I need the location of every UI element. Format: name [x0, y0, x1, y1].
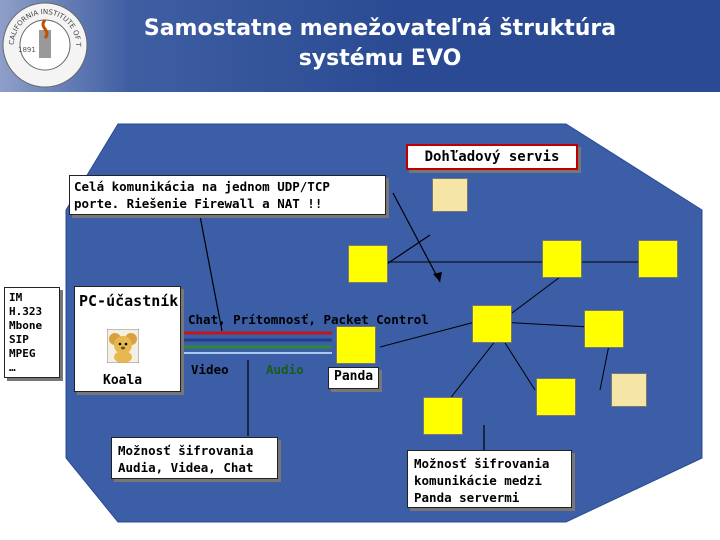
- protocol-list: IM H.323 Mbone SIP MPEG …: [4, 287, 60, 378]
- protocol-item: MPEG: [9, 347, 36, 360]
- encryption-note: Možnosť šifrovania Audia, Videa, Chat: [111, 437, 278, 479]
- pc-participant-box: PC-účastník Koala: [74, 286, 181, 392]
- header-bar: CALIFORNIA INSTITUTE OF TECHNOLOGY 1891 …: [0, 0, 720, 92]
- koala-label: Koala: [103, 373, 143, 388]
- panda-server-icon: [584, 310, 624, 348]
- panda-server-icon: [542, 240, 582, 278]
- udp-note-line-2: porte. Riešenie Firewall a NAT !!: [74, 196, 323, 211]
- panda-encryption-line-2: komunikácie medzi: [414, 473, 542, 488]
- panda-server-icon: [423, 397, 463, 435]
- encryption-line-2: Audia, Videa, Chat: [118, 460, 254, 475]
- protocol-item: IM: [9, 291, 23, 304]
- protocol-item: H.323: [9, 305, 43, 318]
- protocol-item: …: [9, 361, 16, 374]
- panda-encryption-line-1: Možnosť šifrovania: [414, 456, 550, 471]
- title-line-1: Samostatne menežovateľná štruktúra: [143, 16, 617, 41]
- panda-encryption-note: Možnosť šifrovania komunikácie medzi Pan…: [407, 450, 572, 508]
- page-title: Samostatne menežovateľná štruktúra systé…: [95, 14, 665, 74]
- panda-server-icon: [536, 378, 576, 416]
- caltech-logo: CALIFORNIA INSTITUTE OF TECHNOLOGY 1891: [2, 2, 88, 88]
- protocol-item: Mbone: [9, 319, 43, 332]
- protocol-item: SIP: [9, 333, 29, 346]
- logo-year: 1891: [18, 46, 36, 54]
- monitoring-service-label: Dohľadový servis: [406, 144, 578, 170]
- panda-label: Panda: [328, 367, 380, 389]
- encryption-line-1: Možnosť šifrovania: [118, 443, 254, 458]
- panda-server-icon: [348, 245, 388, 283]
- panda-encryption-line-3: Panda servermi: [414, 490, 520, 505]
- title-line-2: systému EVO: [298, 46, 462, 71]
- koala-icon: [107, 329, 139, 363]
- panda-server-icon: [472, 305, 512, 343]
- audio-label: Audio: [266, 362, 304, 377]
- panda-server-icon: [638, 240, 678, 278]
- panda-server-icon: [336, 326, 376, 364]
- monitoring-eye-icon: [432, 178, 468, 212]
- chat-presence-label: Chat, Prítomnosť, Packet Control: [188, 312, 429, 327]
- pc-participant-title: PC-účastník: [79, 292, 179, 310]
- video-label: Video: [191, 362, 229, 377]
- udp-note-line-1: Celá komunikácia na jednom UDP/TCP: [74, 179, 330, 194]
- udp-tcp-note: Celá komunikácia na jednom UDP/TCP porte…: [69, 175, 386, 215]
- monitoring-eye-icon: [611, 373, 647, 407]
